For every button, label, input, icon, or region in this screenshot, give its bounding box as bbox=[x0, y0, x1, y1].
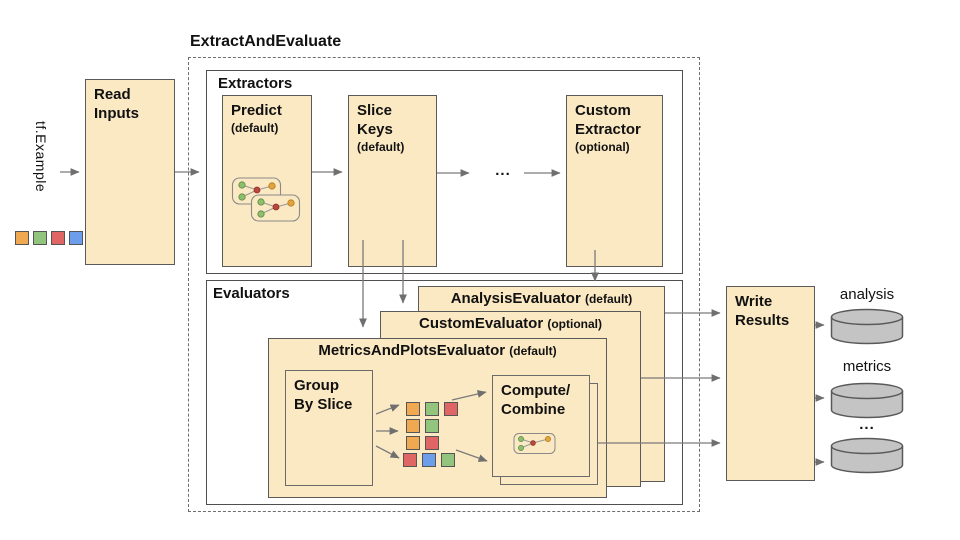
extractors-container: Extractors bbox=[206, 70, 683, 274]
evaluators-container: Evaluators bbox=[206, 280, 683, 505]
slice-row bbox=[403, 453, 458, 467]
red-example-square bbox=[444, 402, 458, 416]
extract-and-evaluate-title: ExtractAndEvaluate bbox=[190, 33, 342, 50]
compute-combine-box: Compute/ Combine bbox=[492, 375, 590, 477]
extractors-section-label: Extractors bbox=[218, 75, 293, 92]
group-by-slice-box: Group By Slice bbox=[285, 370, 373, 486]
custom-evaluator-title: CustomEvaluator bbox=[418, 315, 544, 332]
slice-row bbox=[406, 419, 458, 433]
metrics-and-plots-evaluator-label: MetricsAndPlotsEvaluator (default) bbox=[269, 339, 606, 360]
group-by-slice-label: Group By Slice bbox=[294, 377, 353, 413]
green-example-square bbox=[425, 402, 439, 416]
metrics-output-label: metrics bbox=[842, 358, 892, 375]
custom-evaluator-qualifier: (optional) bbox=[547, 317, 603, 331]
slice-keys-qualifier: (default) bbox=[357, 139, 405, 154]
evaluators-section-label: Evaluators bbox=[213, 285, 290, 302]
slice-row bbox=[406, 402, 458, 416]
blue-example-square bbox=[69, 231, 83, 245]
read-inputs-box: Read Inputs bbox=[85, 79, 175, 265]
green-example-square bbox=[441, 453, 455, 467]
red-example-square bbox=[425, 436, 439, 450]
input-examples-squares bbox=[15, 231, 83, 245]
orange-example-square bbox=[406, 436, 420, 450]
analysis-evaluator-qualifier: (default) bbox=[584, 292, 633, 306]
orange-example-square bbox=[15, 231, 29, 245]
read-inputs-label: Read Inputs bbox=[94, 86, 139, 122]
extractors-ellipsis: ... bbox=[495, 162, 511, 179]
red-example-square bbox=[51, 231, 65, 245]
write-results-box: Write Results bbox=[726, 286, 815, 481]
predict-title: Predict bbox=[231, 102, 282, 119]
custom-extractor-qualifier: (optional) bbox=[575, 139, 630, 154]
tf-example-label: tf.Example bbox=[33, 121, 49, 193]
analysis-database-icon bbox=[830, 308, 904, 345]
custom-evaluator-label: CustomEvaluator (optional) bbox=[381, 312, 640, 333]
metrics-and-plots-evaluator-title: MetricsAndPlotsEvaluator bbox=[318, 342, 506, 359]
predict-qualifier: (default) bbox=[231, 120, 279, 135]
orange-example-square bbox=[406, 419, 420, 433]
slice-keys-extractor-box: Slice Keys (default) bbox=[348, 95, 437, 267]
metrics-database-icon bbox=[830, 382, 904, 419]
slice-keys-title: Slice Keys bbox=[357, 102, 393, 138]
metrics-and-plots-evaluator-qualifier: (default) bbox=[509, 344, 557, 358]
green-example-square bbox=[425, 419, 439, 433]
blue-example-square bbox=[422, 453, 436, 467]
compute-combine-label: Compute/ Combine bbox=[501, 382, 571, 418]
analysis-output-label: analysis bbox=[839, 286, 895, 303]
extract-and-evaluate-container bbox=[188, 57, 700, 512]
slice-row bbox=[406, 436, 458, 450]
custom-extractor-title: Custom Extractor bbox=[575, 102, 641, 138]
custom-extractor-box: Custom Extractor (optional) bbox=[566, 95, 663, 267]
sliced-examples-grid bbox=[403, 402, 458, 467]
analysis-evaluator-title: AnalysisEvaluator bbox=[450, 290, 581, 307]
analysis-evaluator-label: AnalysisEvaluator (default) bbox=[419, 287, 664, 308]
green-example-square bbox=[33, 231, 47, 245]
outputs-ellipsis: ... bbox=[859, 416, 875, 433]
predict-extractor-box: Predict (default) bbox=[222, 95, 312, 267]
mini-model-graph-icon bbox=[513, 433, 556, 454]
red-example-square bbox=[403, 453, 417, 467]
orange-example-square bbox=[406, 402, 420, 416]
other-database-icon bbox=[830, 437, 904, 474]
write-results-label: Write Results bbox=[735, 293, 790, 329]
model-graph-icon bbox=[231, 177, 301, 222]
